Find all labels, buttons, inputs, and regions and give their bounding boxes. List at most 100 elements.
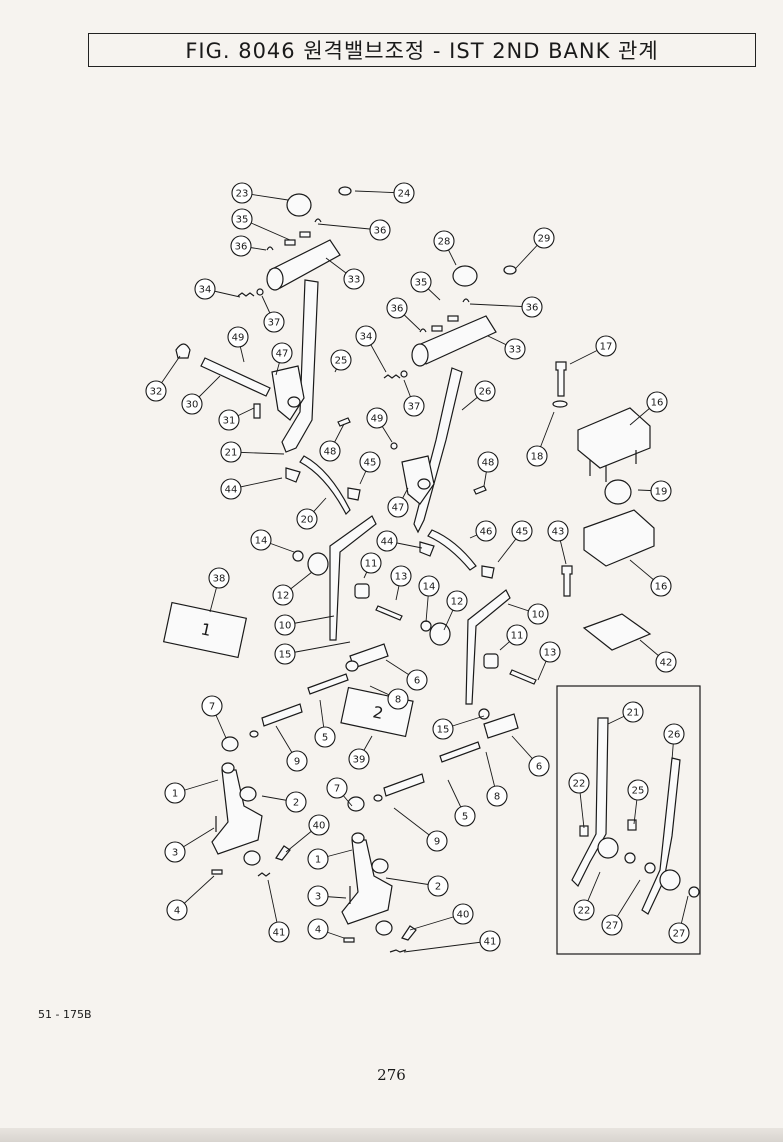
callout-circle bbox=[418, 575, 440, 597]
callout-c14a: 14 bbox=[250, 529, 272, 551]
callout-circle bbox=[307, 885, 329, 907]
callout-circle bbox=[194, 278, 216, 300]
callout-number: 6 bbox=[536, 762, 542, 773]
plate-label-plate2: 2 bbox=[371, 702, 385, 723]
callout-c8a: 8 bbox=[387, 688, 409, 710]
callout-number: 7 bbox=[209, 702, 215, 713]
end-cap-part bbox=[347, 796, 365, 812]
callout-circle bbox=[446, 590, 468, 612]
callout-number: 27 bbox=[606, 921, 619, 932]
callout-number: 37 bbox=[408, 402, 421, 413]
callout-c42: 42 bbox=[655, 651, 677, 673]
clip-part bbox=[401, 925, 417, 941]
callout-circle bbox=[390, 565, 412, 587]
lever-part bbox=[641, 757, 681, 915]
callout-c6b: 6 bbox=[528, 755, 550, 777]
callout-c32: 32 bbox=[145, 380, 167, 402]
bushing-part bbox=[604, 479, 632, 505]
callout-c49a: 49 bbox=[227, 326, 249, 348]
callout-number: 35 bbox=[236, 215, 249, 226]
callout-number: 28 bbox=[438, 237, 451, 248]
clip-part bbox=[266, 246, 274, 251]
clip-part bbox=[419, 541, 435, 557]
callout-number: 14 bbox=[255, 536, 268, 547]
clip-part bbox=[285, 467, 301, 483]
pin-part bbox=[627, 819, 637, 831]
callout-c4a: 4 bbox=[166, 899, 188, 921]
callout-c11b: 11 bbox=[506, 624, 528, 646]
callout-number: 47 bbox=[276, 349, 289, 360]
callout-circle bbox=[595, 335, 617, 357]
callout-c27a: 27 bbox=[601, 914, 623, 936]
callout-circle bbox=[427, 875, 449, 897]
lever-part bbox=[329, 515, 377, 641]
callout-c49b: 49 bbox=[366, 407, 388, 429]
callout-number: 2 bbox=[293, 798, 299, 809]
callout-number: 5 bbox=[322, 733, 328, 744]
callout-number: 13 bbox=[395, 572, 408, 583]
pin-part bbox=[431, 325, 443, 332]
arm-tip bbox=[351, 832, 365, 844]
callout-number: 33 bbox=[509, 345, 522, 356]
callout-c36a: 36 bbox=[369, 219, 391, 241]
callout-c3b: 3 bbox=[307, 885, 329, 907]
callout-number: 36 bbox=[374, 226, 387, 237]
figure-title: FIG. 8046 원격밸브조정 - IST 2ND BANK 관계 bbox=[88, 33, 756, 67]
callout-circle bbox=[573, 899, 595, 921]
callout-c3a: 3 bbox=[164, 841, 186, 863]
clip-part bbox=[175, 343, 191, 359]
callout-circle bbox=[230, 235, 252, 257]
callout-circle bbox=[533, 227, 555, 249]
callout-number: 22 bbox=[573, 779, 586, 790]
roller-part bbox=[597, 837, 619, 859]
callout-number: 1 bbox=[315, 855, 321, 866]
callout-c43: 43 bbox=[547, 520, 569, 542]
callout-number: 12 bbox=[451, 597, 464, 608]
callout-c34b: 34 bbox=[355, 325, 377, 347]
lever-part bbox=[413, 367, 463, 534]
ring-part bbox=[688, 886, 700, 898]
callout-number: 1 bbox=[172, 789, 178, 800]
clip-part bbox=[462, 298, 470, 303]
clip-part bbox=[503, 265, 517, 275]
ring-part bbox=[644, 862, 656, 874]
callout-circle bbox=[627, 779, 649, 801]
callout-number: 11 bbox=[365, 559, 378, 570]
spring-guide-part bbox=[261, 703, 303, 727]
callout-c29: 29 bbox=[533, 227, 555, 249]
knob-part bbox=[452, 265, 478, 287]
callout-number: 15 bbox=[279, 650, 292, 661]
callout-c1b: 1 bbox=[307, 848, 329, 870]
callout-number: 22 bbox=[578, 906, 591, 917]
callout-circle bbox=[433, 230, 455, 252]
callout-circle bbox=[479, 930, 501, 952]
bolt-part bbox=[561, 565, 573, 597]
callout-c9b: 9 bbox=[426, 830, 448, 852]
callout-c36d: 36 bbox=[521, 296, 543, 318]
callout-number: 2 bbox=[435, 882, 441, 893]
screw-part bbox=[375, 605, 403, 621]
callout-number: 17 bbox=[600, 342, 613, 353]
callout-number: 8 bbox=[494, 792, 500, 803]
callout-number: 45 bbox=[516, 527, 529, 538]
callout-c36c: 36 bbox=[386, 297, 408, 319]
callout-c21a: 21 bbox=[220, 441, 242, 463]
callout-circle bbox=[601, 914, 623, 936]
block-part bbox=[271, 365, 305, 421]
callout-circle bbox=[348, 748, 370, 770]
ring-part bbox=[292, 550, 304, 562]
callout-number: 8 bbox=[395, 695, 401, 706]
callout-c33b: 33 bbox=[504, 338, 526, 360]
callout-number: 12 bbox=[277, 591, 290, 602]
callout-number: 49 bbox=[371, 414, 384, 425]
bracket-part bbox=[583, 509, 655, 567]
callout-number: 29 bbox=[538, 234, 551, 245]
callout-circle bbox=[220, 478, 242, 500]
rocker-arm-part bbox=[341, 839, 393, 925]
callout-circle bbox=[220, 441, 242, 463]
shim-part bbox=[343, 937, 355, 943]
callout-circle bbox=[308, 814, 330, 836]
ball-part bbox=[400, 370, 408, 378]
callout-circle bbox=[250, 529, 272, 551]
clip-part bbox=[419, 328, 427, 333]
